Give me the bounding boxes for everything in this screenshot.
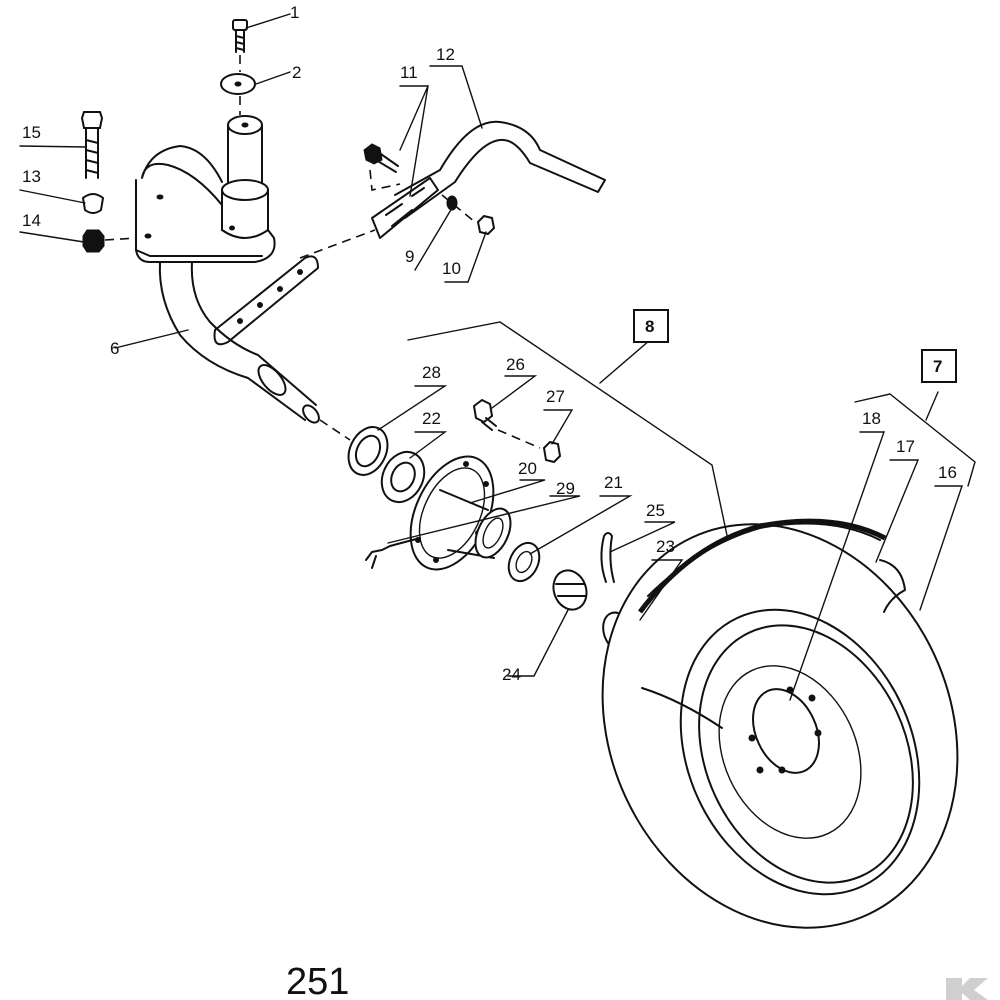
- label-part-24: 24: [502, 665, 521, 684]
- hub-part-20: [409, 455, 512, 571]
- label-part-12: 12: [436, 45, 455, 64]
- page-number: 251: [286, 961, 349, 1000]
- split-pin-part-25: [600, 532, 615, 583]
- seal-part-28: [347, 426, 389, 476]
- assembly-box-7: [921, 349, 957, 383]
- label-part-27: 27: [546, 387, 565, 406]
- nut-part-14: [82, 229, 105, 253]
- assembly-box-8: [633, 309, 669, 343]
- label-part-11: 11: [400, 63, 418, 82]
- bolt-part-1: [232, 19, 248, 53]
- label-part-1: 1: [290, 3, 299, 22]
- label-part-15: 15: [22, 123, 41, 142]
- leader-lines: [19, 13, 963, 701]
- castle-nut-part-24: [552, 569, 588, 611]
- label-part-25: 25: [646, 501, 665, 520]
- bearing-part-22: [380, 450, 426, 504]
- label-part-14: 14: [22, 211, 41, 230]
- label-part-10: 10: [442, 259, 461, 278]
- brand-logo-icon: [946, 978, 988, 1000]
- label-part-22: 22: [422, 409, 441, 428]
- nut-part-10: [476, 214, 496, 236]
- label-part-20: 20: [518, 459, 537, 478]
- washer-part-9: [446, 195, 458, 211]
- label-assembly-8: 8: [645, 317, 654, 336]
- label-part-9: 9: [405, 247, 414, 266]
- grease-nipple-part-29: [365, 537, 421, 569]
- caster-fork-part-6: [135, 115, 320, 424]
- label-part-2: 2: [292, 63, 301, 82]
- label-part-18: 18: [862, 409, 881, 428]
- label-assembly-7: 7: [933, 357, 942, 376]
- stud-part-26: [472, 398, 497, 431]
- washer-part-2: [220, 73, 256, 95]
- bolt-part-15: [80, 111, 104, 179]
- bearing-part-21: [507, 541, 541, 583]
- label-part-17: 17: [896, 437, 915, 456]
- label-part-21: 21: [604, 473, 623, 492]
- label-part-26: 26: [506, 355, 525, 374]
- label-part-23: 23: [656, 537, 675, 556]
- bolt-part-11: [363, 143, 399, 173]
- label-part-6: 6: [110, 339, 119, 358]
- nut-part-13: [81, 193, 105, 214]
- rim-part-18: [679, 608, 921, 896]
- label-part-16: 16: [938, 463, 957, 482]
- label-part-13: 13: [22, 167, 41, 186]
- nut-part-27: [542, 440, 562, 464]
- label-part-28: 28: [422, 363, 441, 382]
- label-part-29: 29: [556, 479, 575, 498]
